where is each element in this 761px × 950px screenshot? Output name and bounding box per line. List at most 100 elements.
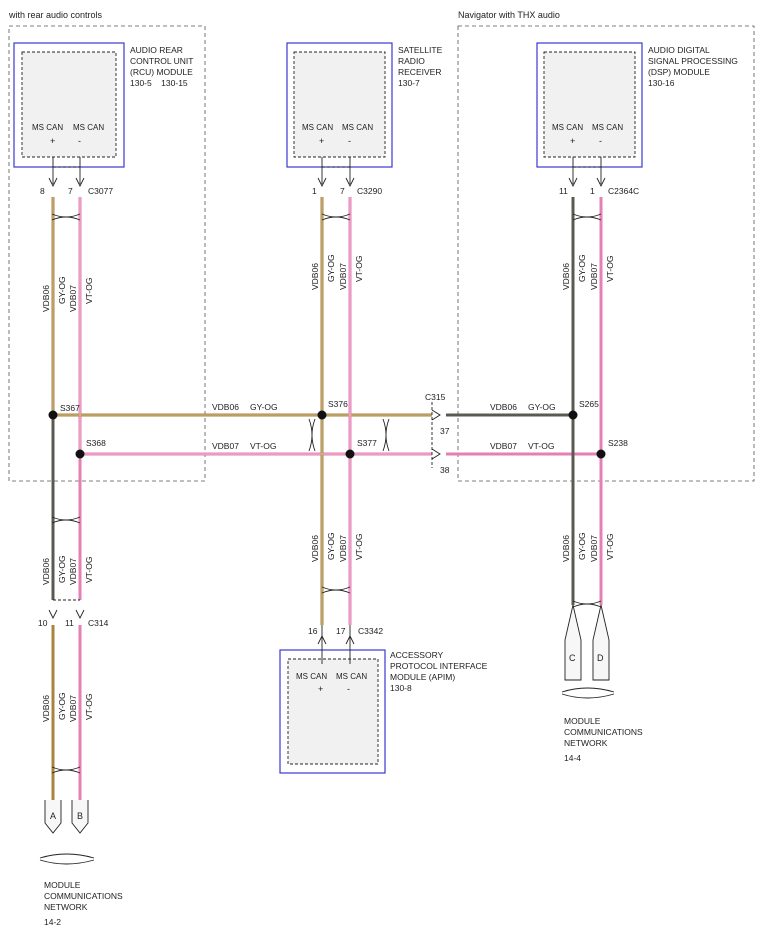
module-name-line: MODULE (APIM) <box>390 672 455 682</box>
connector-arrow-icon <box>317 634 355 645</box>
module-dsp: MS CAN MS CAN + - AUDIO DIGITAL SIGNAL P… <box>536 42 738 196</box>
network-label-line: COMMUNICATIONS <box>44 891 123 901</box>
splice-label: S265 <box>579 399 599 409</box>
pin-label: MS CAN <box>336 672 367 681</box>
splices: S367 S368 S376 S377 S265 S238 <box>48 399 628 459</box>
wire-circuit-label: VDB07 <box>338 263 348 290</box>
wire-circuit-label: VDB06 <box>41 695 51 722</box>
pin-number: 1 <box>312 186 317 196</box>
region-thx-frame <box>457 25 755 482</box>
wire-circuit-label: VDB07 <box>68 285 78 312</box>
wire-color-label: GY-OG <box>57 555 67 583</box>
twist-marker <box>572 600 602 608</box>
region-rear-label: with rear audio controls <box>8 10 103 20</box>
module-name-line: AUDIO REAR <box>130 45 183 55</box>
pin-sign: + <box>319 136 324 146</box>
pin-label: MS CAN <box>342 123 373 132</box>
connector-id: C314 <box>88 618 109 628</box>
module-name-line: SIGNAL PROCESSING <box>648 56 738 66</box>
connector-id: C2364C <box>608 186 639 196</box>
module-name-line: ACCESSORY <box>390 650 444 660</box>
pin-leads <box>321 625 351 664</box>
module-sat: MS CAN MS CAN + - SATELLITE RADIO RECEIV… <box>286 42 443 196</box>
connector-c315: C315 37 38 <box>425 392 450 475</box>
pin-label: MS CAN <box>592 123 623 132</box>
wire-color-label: VT-OG <box>84 694 94 720</box>
module-name-line: 130-7 <box>398 78 420 88</box>
splice-dot <box>48 410 58 420</box>
wire-circuit-label: VDB06 <box>310 263 320 290</box>
wire-color-label: VT-OG <box>605 256 615 282</box>
pin-leads <box>572 157 602 184</box>
offpage-ref-b-marker <box>71 800 89 834</box>
pin-leads <box>321 157 351 184</box>
wire-circuit-label: VDB07 <box>68 695 78 722</box>
module-name-line: PROTOCOL INTERFACE <box>390 661 488 671</box>
vertical-wire-labels: VDB06 GY-OG VDB07 VT-OG VDB06 GY-OG VDB0… <box>41 254 615 722</box>
wire-color-label: VT-OG <box>250 441 276 451</box>
wire-color-label: GY-OG <box>577 532 587 560</box>
pin-leads <box>52 157 81 184</box>
connector-arrow-icon <box>48 177 85 188</box>
module-apim: MS CAN MS CAN + - ACCESSORY PROTOCOL INT… <box>279 625 488 774</box>
pin-number: 37 <box>440 426 450 436</box>
wire-color-label: VT-OG <box>354 256 364 282</box>
pin-number: 10 <box>38 618 48 628</box>
wire-circuit-label: VDB06 <box>41 558 51 585</box>
wire-circuit-label: VDB06 <box>490 402 517 412</box>
offpage-ref-d-marker <box>592 604 610 681</box>
wire-color-label: GY-OG <box>57 276 67 304</box>
pin-label: MS CAN <box>552 123 583 132</box>
region-rear-frame <box>8 25 206 482</box>
splice-label: S368 <box>86 438 106 448</box>
pin-number: 11 <box>65 618 74 628</box>
splice-label: S367 <box>60 403 80 413</box>
splice-dot <box>317 410 327 420</box>
bus-wire-labels: VDB06 GY-OG VDB07 VT-OG VDB06 GY-OG VDB0… <box>212 402 556 451</box>
wire-color-label: GY-OG <box>326 254 336 282</box>
network-label-line: NETWORK <box>564 738 608 748</box>
network-page-ref: 14-4 <box>564 753 581 763</box>
region-thx-label: Navigator with THX audio <box>458 10 560 20</box>
module-name-line: 130-8 <box>390 683 412 693</box>
offpage-ref-a-marker <box>44 800 62 834</box>
pin-number: 16 <box>308 626 318 636</box>
pin-number: 1 <box>590 186 595 196</box>
offpage-ref-letter: D <box>597 653 604 663</box>
pin-sign: - <box>599 136 602 146</box>
pin-label: MS CAN <box>296 672 327 681</box>
wire-color-label: VT-OG <box>528 441 554 451</box>
wire-circuit-label: VDB07 <box>338 535 348 562</box>
twist-marker <box>321 586 351 594</box>
twist-markers <box>51 213 602 774</box>
network-label-line: MODULE <box>44 880 81 890</box>
connector-c314: 10 11 C314 <box>38 599 109 628</box>
pin-sign: - <box>348 136 351 146</box>
connector-arrow-icon <box>48 609 85 620</box>
splice-dot <box>568 410 578 420</box>
pin-number: 8 <box>40 186 45 196</box>
pin-sign: + <box>570 136 575 146</box>
offpage-ref-letter: C <box>569 653 576 663</box>
pin-number: 38 <box>440 465 450 475</box>
module-dsp-inner <box>543 51 636 158</box>
brace-icon <box>39 859 95 865</box>
connector-id: C315 <box>425 392 446 402</box>
wire-color-label: VT-OG <box>354 534 364 560</box>
module-sat-inner <box>293 51 386 158</box>
module-name-line: CONTROL UNIT <box>130 56 193 66</box>
module-name-line: RADIO <box>398 56 425 66</box>
wire-color-label: VT-OG <box>605 534 615 560</box>
network-label-line: MODULE <box>564 716 601 726</box>
connector-id: C3077 <box>88 186 113 196</box>
wire-circuit-label: VDB07 <box>490 441 517 451</box>
wire-circuit-label: VDB06 <box>561 263 571 290</box>
twist-marker <box>382 418 390 452</box>
wire-circuit-label: VDB07 <box>212 441 239 451</box>
twist-marker <box>308 418 316 452</box>
network-label-line: COMMUNICATIONS <box>564 727 643 737</box>
pin-number: 7 <box>340 186 345 196</box>
wire-color-label: GY-OG <box>326 532 336 560</box>
wire-color-label: GY-OG <box>528 402 556 412</box>
module-name-line: (RCU) MODULE <box>130 67 193 77</box>
